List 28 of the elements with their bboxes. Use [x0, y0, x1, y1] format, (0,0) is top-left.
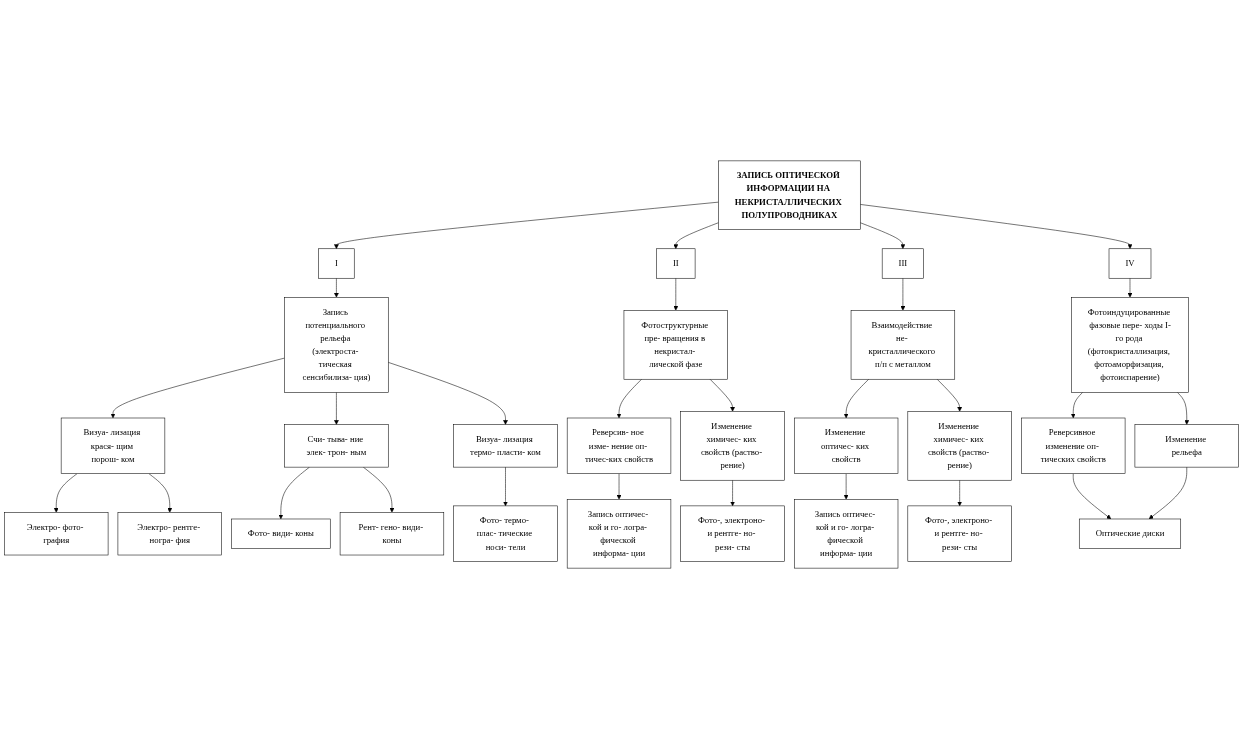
node-box: Изменение рельефа	[1134, 424, 1239, 468]
node-box: Запись потенциального рельефа (электроста- тическая сенсибилиза- ция)	[284, 297, 389, 393]
node-box: Запись оптичес- кой и го- логра- фической информа- ции	[794, 499, 899, 569]
node-box: Фотоиндуцированные фазовые пере- ходы I-го рода (фотокристаллизация, фотоаморфизация, фотоиспарение)	[1071, 297, 1189, 393]
node-box: Взаимодействие не- кристаллического п/п с металлом	[850, 310, 956, 380]
node-box: Реверсив- ное изме- нение оп- тичес-ких свойств	[566, 417, 672, 474]
node-box: Запись оптичес- кой и го- логра- фической информа- ции	[566, 499, 672, 569]
node-box: Изменение оптичес- ких свойств	[794, 417, 899, 474]
node-box: Реверсивное изменение оп- тических свойств	[1021, 417, 1126, 474]
node-box: Счи- тыва- ние элек- трон- ным	[284, 424, 389, 468]
node-box: Визуа- лизация термо- пласти- ком	[453, 424, 558, 468]
node-box: I	[318, 248, 355, 279]
node-box: Фотоструктурные пре- вращения в некристал- лической фазе	[623, 310, 728, 380]
node-box: IV	[1108, 248, 1152, 279]
node-box: Изменение химичес- ких свойств (раство- рение)	[680, 411, 785, 481]
node-box: Электро- рентге- ногра- фия	[117, 512, 222, 556]
node-box: Рент- гено- види- коны	[339, 512, 445, 556]
node-box: Визуа- лизация крася- щим порош- ком	[60, 417, 166, 474]
node-box: Фото- види- коны	[231, 518, 331, 549]
node-box: Фото-, электроно- и рентге- но- рези- сты	[680, 505, 785, 562]
node-box: ЗАПИСЬ ОПТИЧЕСКОЙ ИНФОРМАЦИИ НА НЕКРИСТАЛЛИЧЕСКИХ ПОЛУПРОВОДНИКАХ	[718, 160, 861, 230]
node-box: Фото-, электроно- и рентге- но- рези- сты	[907, 505, 1012, 562]
node-box: Изменение химичес- ких свойств (раство- рение)	[907, 411, 1012, 481]
node-box: Электро- фото- графия	[4, 512, 109, 556]
node-box: II	[656, 248, 696, 279]
node-box: Фото- термо- плас- тические носи- тели	[453, 505, 558, 562]
node-box: Оптические диски	[1079, 518, 1181, 549]
node-box: III	[881, 248, 924, 279]
